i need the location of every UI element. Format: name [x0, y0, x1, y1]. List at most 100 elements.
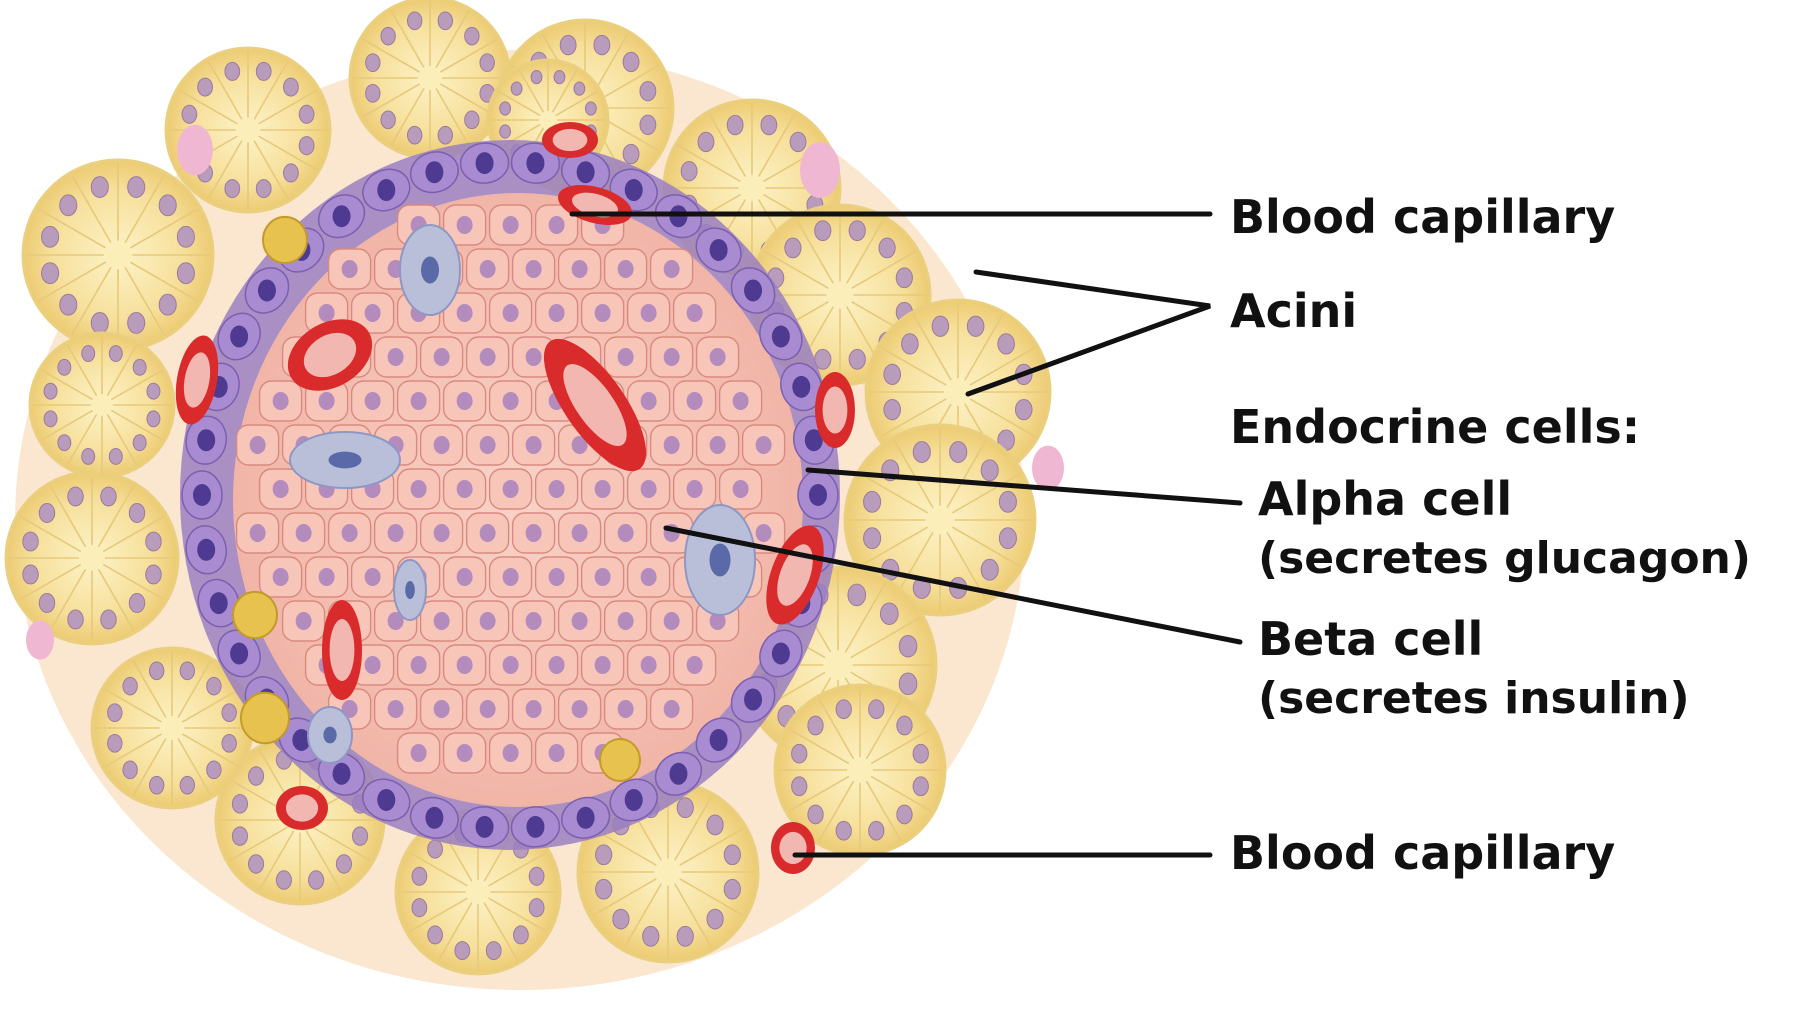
beta-cell-nucleus — [273, 480, 289, 498]
label-beta-secretes: (secretes insulin) — [1258, 677, 1690, 721]
acinar-nucleus — [879, 238, 895, 258]
alpha-cell-nucleus — [197, 539, 215, 561]
alpha-cell-nucleus — [710, 729, 728, 751]
beta-cell-nucleus — [365, 304, 381, 322]
acinar-nucleus — [884, 400, 901, 420]
acinar-nucleus — [68, 487, 83, 506]
acinar-nucleus — [981, 460, 998, 481]
beta-cell-nucleus — [457, 568, 473, 586]
acinar-nucleus — [438, 12, 452, 30]
acinar-nucleus — [256, 180, 271, 198]
acinar-nucleus — [82, 346, 95, 362]
alpha-cell-nucleus — [377, 789, 395, 811]
acinar-nucleus — [724, 879, 740, 899]
gray-cell-nucleus — [329, 452, 362, 469]
beta-cell-nucleus — [296, 612, 312, 630]
alpha-cell-nucleus — [230, 642, 248, 664]
acinar-nucleus — [91, 177, 108, 198]
yellow-cell — [263, 217, 307, 263]
acinar-nucleus — [256, 62, 271, 80]
acinar-nucleus — [792, 777, 807, 796]
beta-cell-nucleus — [710, 436, 726, 454]
acinus-lumen — [419, 67, 441, 89]
beta-cell-nucleus — [549, 568, 565, 586]
acinus-lumen — [827, 282, 852, 307]
acinar-nucleus — [381, 111, 395, 129]
beta-cell-nucleus — [273, 568, 289, 586]
acinar-nucleus — [913, 744, 928, 763]
acinar-nucleus — [643, 926, 659, 946]
beta-cell-nucleus — [457, 744, 473, 762]
beta-cell-nucleus — [618, 612, 634, 630]
label-alpha-cell: Alpha cell — [1258, 476, 1512, 522]
beta-cell-nucleus — [365, 656, 381, 674]
alpha-cell-nucleus — [197, 429, 215, 451]
beta-cell-nucleus — [756, 524, 772, 542]
beta-cell-nucleus — [388, 700, 404, 718]
acinar-nucleus — [761, 115, 777, 134]
connective-tissue-cell — [800, 142, 840, 198]
alpha-cell-nucleus — [710, 239, 728, 261]
acinar-nucleus — [198, 78, 213, 96]
alpha-cell-nucleus — [230, 326, 248, 348]
beta-cell-nucleus — [457, 216, 473, 234]
acinar-nucleus — [284, 164, 299, 182]
acinar-nucleus — [848, 584, 866, 606]
acinar-nucleus — [68, 610, 83, 629]
acinar-nucleus — [58, 435, 71, 451]
alpha-cell-nucleus — [625, 789, 643, 811]
alpha-cell-nucleus — [669, 763, 687, 785]
acinar-nucleus — [44, 411, 57, 427]
acinar-nucleus — [232, 795, 247, 813]
beta-cell-nucleus — [526, 524, 542, 542]
acinar-nucleus — [554, 71, 565, 84]
acinar-nucleus — [514, 926, 529, 944]
acinar-nucleus — [407, 12, 421, 30]
acinar-nucleus — [785, 238, 801, 258]
alpha-cell-nucleus — [210, 592, 228, 614]
alpha-cell-nucleus — [772, 326, 790, 348]
acinar-nucleus — [128, 177, 145, 198]
beta-cell-nucleus — [457, 480, 473, 498]
acinar-nucleus — [864, 491, 881, 512]
beta-cell-nucleus — [733, 480, 749, 498]
beta-cell-nucleus — [664, 700, 680, 718]
beta-cell-nucleus — [480, 348, 496, 366]
acinar-nucleus — [232, 827, 247, 845]
acinar-nucleus — [640, 115, 656, 134]
acinar-nucleus — [225, 180, 240, 198]
beta-cell-nucleus — [503, 568, 519, 586]
connective-tissue-cell — [26, 620, 54, 659]
acinar-nucleus — [39, 594, 54, 613]
acinar-nucleus — [108, 735, 122, 753]
acinus-lumen — [824, 651, 851, 678]
acinar-nucleus — [42, 226, 59, 247]
acinar-nucleus — [412, 867, 427, 885]
blood-capillary-lumen — [286, 794, 318, 821]
acinar-nucleus — [149, 662, 163, 680]
acinus-lumen — [92, 395, 112, 415]
acinar-nucleus — [207, 761, 221, 779]
acinus — [23, 160, 213, 350]
acinar-nucleus — [159, 195, 176, 216]
acinar-nucleus — [698, 132, 714, 151]
acinar-nucleus — [465, 111, 479, 129]
beta-cell-nucleus — [434, 612, 450, 630]
acinar-nucleus — [248, 767, 263, 785]
beta-cell-nucleus — [503, 392, 519, 410]
beta-cell-nucleus — [687, 480, 703, 498]
acinar-nucleus — [428, 840, 443, 858]
acinus-lumen — [467, 881, 490, 904]
blood-capillary-lumen — [823, 386, 848, 433]
beta-cell-nucleus — [526, 612, 542, 630]
acinar-nucleus — [950, 442, 967, 463]
acinus-lumen — [655, 859, 680, 884]
acinar-nucleus — [101, 487, 116, 506]
acinar-nucleus — [836, 821, 851, 840]
blood-capillary-lumen — [779, 832, 806, 864]
acinar-nucleus — [146, 532, 161, 551]
beta-cell-nucleus — [480, 524, 496, 542]
acinar-nucleus — [180, 776, 194, 794]
beta-cell-nucleus — [664, 348, 680, 366]
acinar-nucleus — [707, 815, 723, 835]
